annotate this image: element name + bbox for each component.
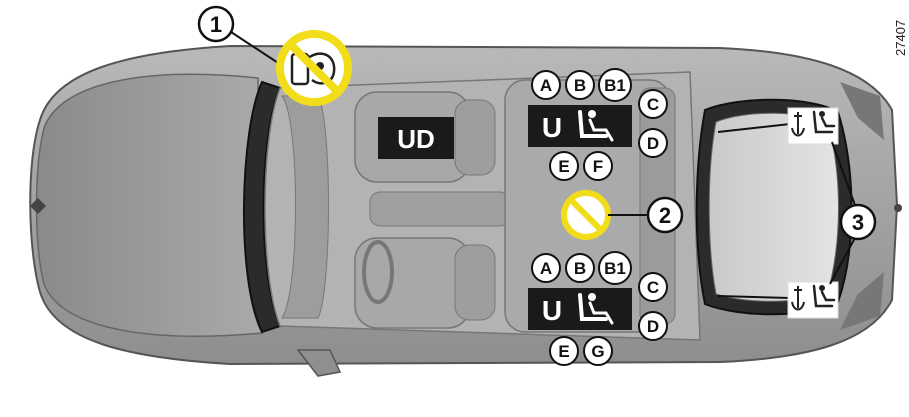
- rear-right-box-letter: U: [542, 295, 562, 326]
- airbag-warning-callout: 1: [197, 5, 352, 106]
- circle-letter: B1: [604, 259, 626, 278]
- circle-letter: D: [647, 317, 659, 336]
- front-seat-label: UD: [378, 117, 454, 159]
- circle-letter: C: [647, 278, 659, 297]
- circle-letter: G: [591, 342, 604, 361]
- rear-right-seat-group: A B B1 U C D E G: [528, 251, 668, 366]
- rear-left-box-letter: U: [542, 112, 562, 143]
- rear-right-top-letters: A B B1: [531, 251, 632, 285]
- circle-letter: B1: [604, 76, 626, 95]
- circle-letter: E: [558, 157, 569, 176]
- circle-letter: A: [540, 259, 552, 278]
- circle-letter: E: [558, 342, 569, 361]
- rear-left-bottom-letters: E F: [549, 151, 613, 181]
- cabin-interior: [264, 71, 701, 341]
- rear-left-side-letters: C D: [638, 89, 668, 158]
- child-seat-icon: [578, 110, 614, 142]
- circle-letter: B: [574, 76, 586, 95]
- rear-left-seat-group: A B B1 U C D E F: [528, 68, 668, 181]
- center-seat-callout: 2: [561, 190, 684, 240]
- callout-1-label: 1: [210, 12, 222, 37]
- rear-right-bottom-letters: E G: [549, 336, 613, 366]
- windshield: [242, 80, 282, 334]
- front-seat-ud-text: UD: [397, 124, 435, 154]
- reference-number: 27407: [893, 20, 908, 56]
- rear-left-top-letters: A B B1: [531, 68, 632, 102]
- rear-right-side-letters: C D: [638, 272, 668, 341]
- callout-3-label: 3: [852, 210, 864, 235]
- rear-window: [695, 82, 884, 330]
- circle-letter: C: [647, 95, 659, 114]
- child-seat-icon: [578, 293, 614, 325]
- circle-letter: F: [593, 157, 603, 176]
- isofix-anchors-callout: 3: [717, 107, 877, 319]
- no-child-seat-icon: [561, 190, 611, 240]
- circle-letter: B: [574, 259, 586, 278]
- callout-2-label: 2: [659, 203, 671, 228]
- isofix-anchor-icon: [787, 107, 839, 145]
- circle-letter: D: [647, 134, 659, 153]
- airbag-child-seat-prohibited-icon: [276, 30, 352, 106]
- isofix-anchor-icon: [787, 281, 839, 319]
- circle-letter: A: [540, 76, 552, 95]
